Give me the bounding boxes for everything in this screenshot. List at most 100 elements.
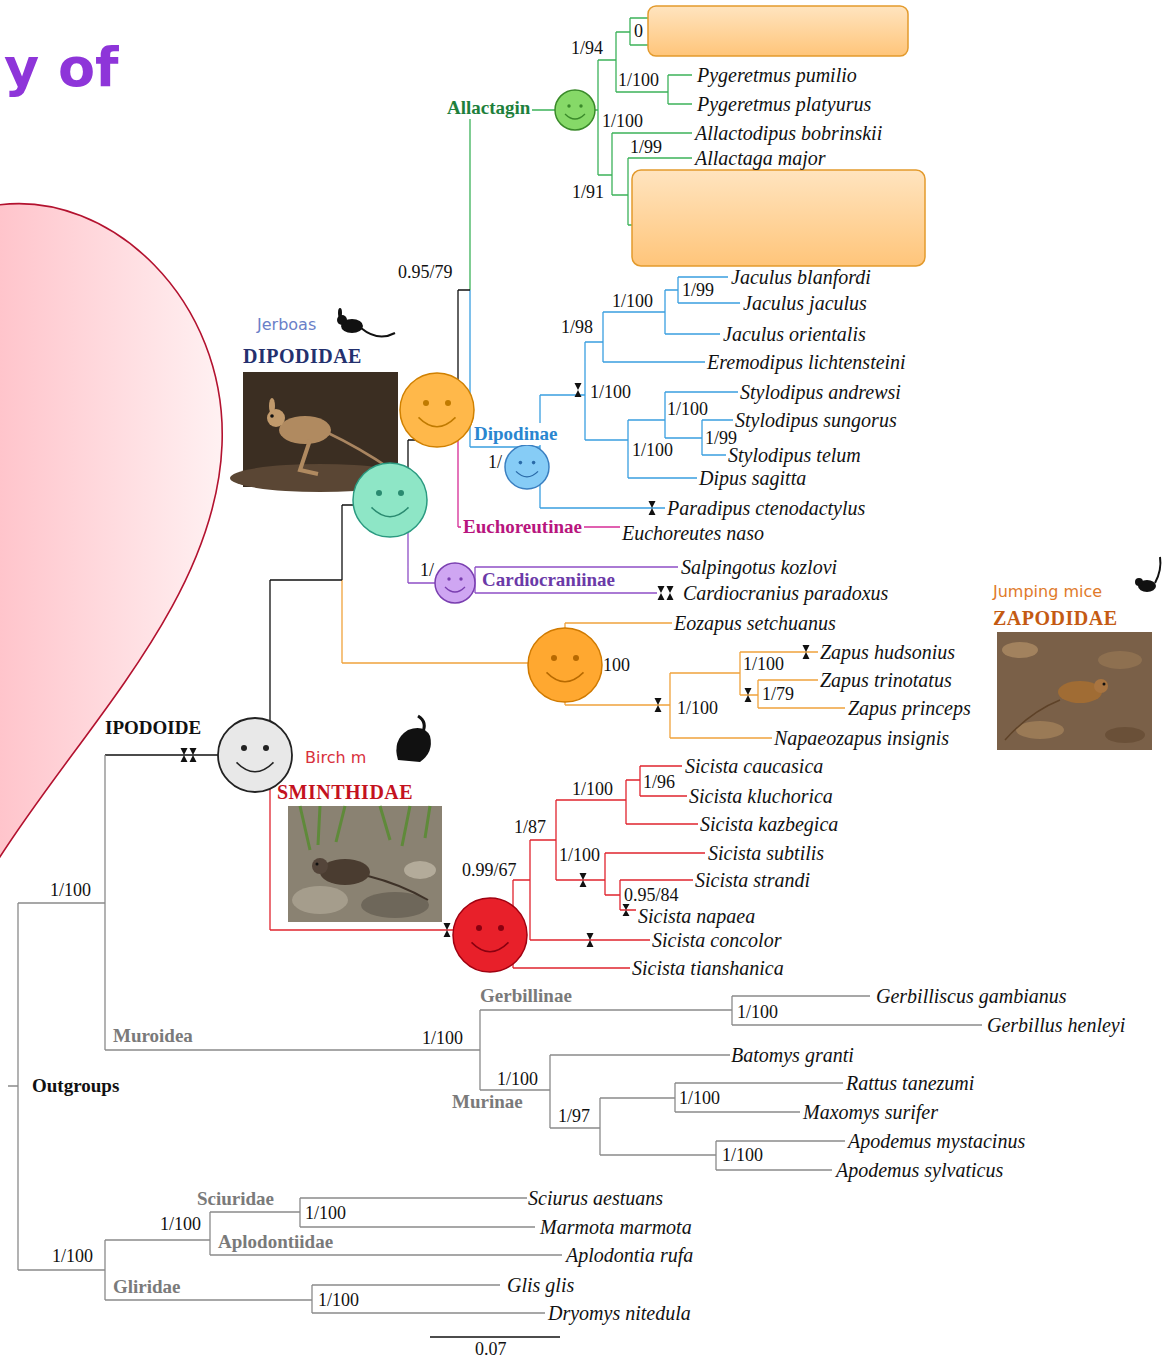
- clade-label: Allactagin: [445, 97, 532, 119]
- support-value: 1/100: [305, 1203, 346, 1224]
- support-value: 100: [603, 655, 630, 676]
- animal-icon: [396, 716, 431, 762]
- family-label: DIPODIDAE: [243, 345, 362, 368]
- support-value: 1/100: [52, 1246, 93, 1267]
- taxon-name: Apodemus sylvaticus: [836, 1159, 1003, 1182]
- group-label: Sciuridae: [197, 1188, 274, 1210]
- support-value: 1/79: [762, 684, 794, 705]
- group-label: Aplodontiidae: [218, 1231, 333, 1253]
- smiley-marker: [435, 563, 475, 603]
- support-value: 1/100: [602, 111, 643, 132]
- support-value: 0.95/79: [398, 262, 453, 283]
- scale-label: 0.07: [475, 1339, 507, 1360]
- support-value: 1/94: [571, 38, 603, 59]
- taxon-name: Pygeretmus platyurus: [697, 93, 871, 116]
- taxon-name: Sicista kazbegica: [700, 813, 838, 836]
- support-value: 1/99: [682, 280, 714, 301]
- smiley-marker: [400, 373, 474, 447]
- taxon-name: Dipus sagitta: [699, 467, 806, 490]
- support-value: 1/100: [612, 291, 653, 312]
- taxon-name: Aplodontia rufa: [566, 1244, 693, 1267]
- taxon-name: Stylodipus telum: [728, 444, 861, 467]
- heart-shape: [0, 204, 222, 860]
- clade-label: Outgroups: [30, 1075, 121, 1097]
- support-value: 1/100: [618, 70, 659, 91]
- smiley-marker: [353, 463, 427, 537]
- taxon-name: Jaculus blanfordi: [731, 266, 871, 289]
- animal-icon: [1135, 557, 1160, 592]
- support-value: 0: [634, 21, 643, 42]
- taxon-name: Dryomys nitedula: [548, 1302, 691, 1325]
- smiley-marker: [555, 90, 595, 130]
- taxon-name: Sicista strandi: [695, 869, 810, 892]
- taxon-name: Glis glis: [507, 1274, 574, 1297]
- taxon-name: Euchoreutes naso: [622, 522, 764, 545]
- smiley-marker: [453, 898, 527, 972]
- clade-label: Dipodinae: [472, 423, 559, 445]
- taxon-name: Sicista kluchorica: [689, 785, 833, 808]
- support-value: 1/100: [160, 1214, 201, 1235]
- taxon-name: Paradipus ctenodactylus: [667, 497, 865, 520]
- animal-icon: [337, 308, 395, 337]
- scale-bar: [430, 1336, 560, 1337]
- taxon-name: Maxomys surifer: [803, 1101, 938, 1124]
- clade-label: Cardiocraniinae: [480, 569, 617, 591]
- support-value: 1/100: [677, 698, 718, 719]
- clade-label: Euchoreutinae: [461, 516, 584, 538]
- taxon-name: Apodemus mystacinus: [848, 1130, 1025, 1153]
- taxon-name: Stylodipus sungorus: [735, 409, 897, 432]
- taxon-name: Cardiocranius paradoxus: [683, 582, 888, 605]
- taxon-name: Marmota marmota: [540, 1216, 692, 1239]
- group-label: Muroidea: [113, 1025, 193, 1047]
- support-value: 1/: [488, 452, 502, 473]
- taxon-name: Zapus hudsonius: [820, 641, 955, 664]
- support-value: 1/100: [632, 440, 673, 461]
- family-label: ZAPODIDAE: [993, 607, 1118, 630]
- tree-branch: [8, 18, 982, 1313]
- common-name: Jerboas: [257, 316, 316, 334]
- support-value: 0.99/67: [462, 860, 517, 881]
- clade-label: IPODOIDE: [103, 717, 203, 739]
- family-label: SMINTHIDAE: [277, 781, 413, 804]
- taxon-name: Jaculus orientalis: [723, 323, 866, 346]
- support-value: 1/100: [572, 779, 613, 800]
- support-value: 1/100: [50, 880, 91, 901]
- support-value: 1/96: [643, 772, 675, 793]
- support-value: 1/100: [679, 1088, 720, 1109]
- support-value: 1/100: [422, 1028, 463, 1049]
- common-name: Jumping mice: [993, 583, 1102, 601]
- support-value: 1/: [420, 560, 434, 581]
- support-value: 1/100: [590, 382, 631, 403]
- specimen-photo: [997, 632, 1152, 750]
- support-value: 1/91: [572, 182, 604, 203]
- taxon-name: Gerbilliscus gambianus: [876, 985, 1067, 1008]
- support-value: 1/100: [722, 1145, 763, 1166]
- support-value: 1/100: [737, 1002, 778, 1023]
- support-value: 1/100: [743, 654, 784, 675]
- support-value: 1/100: [318, 1290, 359, 1311]
- taxon-name: Pygeretmus pumilio: [697, 64, 857, 87]
- taxon-name: Eozapus setchuanus: [674, 612, 836, 635]
- taxon-name: Eremodipus lichtensteini: [707, 351, 906, 374]
- group-label: Murinae: [452, 1091, 523, 1113]
- common-name: Birch m: [305, 749, 366, 767]
- support-value: 1/100: [497, 1069, 538, 1090]
- support-value: 1/97: [558, 1106, 590, 1127]
- taxon-name: Sicista subtilis: [708, 842, 824, 865]
- mask-box: [632, 170, 925, 266]
- title-fragment: y of: [4, 37, 119, 99]
- taxon-name: Stylodipus andrewsi: [740, 381, 901, 404]
- smiley-marker: [505, 445, 549, 489]
- taxon-name: Allactodipus bobrinskii: [695, 122, 882, 145]
- support-value: 1/87: [514, 817, 546, 838]
- taxon-name: Zapus trinotatus: [820, 669, 952, 692]
- group-label: Gerbillinae: [480, 985, 572, 1007]
- taxon-name: Sciurus aestuans: [528, 1187, 663, 1210]
- specimen-photo: [1002, 642, 1145, 743]
- taxon-name: Sicista napaea: [638, 905, 755, 928]
- taxon-name: Sicista concolor: [652, 929, 781, 952]
- taxon-name: Sicista tianshanica: [632, 957, 784, 980]
- taxon-name: Sicista caucasica: [685, 755, 823, 778]
- group-label: Gliridae: [113, 1276, 181, 1298]
